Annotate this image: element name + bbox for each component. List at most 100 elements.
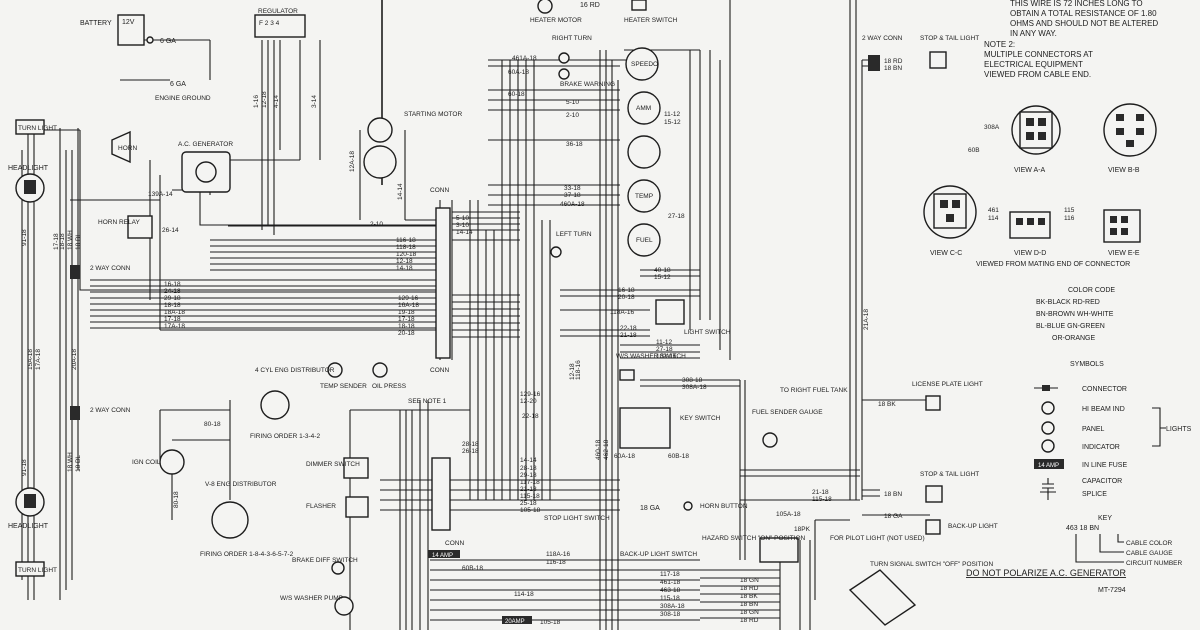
engine-ground-wire: 6 GA (170, 81, 186, 88)
wire-label: 28-18 (462, 441, 479, 448)
wire-label: 117-18 (660, 571, 680, 578)
wire-label: 60A-18 (614, 453, 635, 460)
brake-diff-switch: BRAKE DIFF SWITCH (292, 557, 358, 575)
symbol-indicator: INDICATOR (1082, 444, 1120, 451)
wire-label: 118A-16 (610, 309, 634, 316)
wire-label: 12-18 (569, 363, 576, 380)
symbol-splice: SPLICE (1082, 491, 1107, 498)
battery-wire-label: 6 GA (160, 38, 176, 45)
horn-button: 18 GA HORN BUTTON (640, 501, 748, 512)
wire-label: 120-18 (396, 251, 417, 258)
turn-signal-switch-label: TURN SIGNAL SWITCH "OFF" POSITION (870, 561, 993, 568)
wire-label: 115-18 (520, 493, 540, 500)
w139-label: 139A-14 (148, 191, 173, 198)
view-dd-114: 114 (988, 215, 999, 222)
conn-b-label: CONN (430, 367, 449, 374)
wire-label: 19-18 (398, 309, 415, 316)
right-turn-label: RIGHT TURN (552, 35, 592, 42)
backup-light-switch-label: BACK-UP LIGHT SWITCH (620, 551, 697, 558)
dimmer-switch: DIMMER SWITCH (306, 457, 369, 479)
symbol-lights: LIGHTS (1166, 426, 1192, 433)
pilot-light-label: FOR PILOT LIGHT (NOT USED) (830, 535, 925, 542)
amm-gauge: AMM (627, 91, 661, 125)
left-turn-label: LEFT TURN (556, 231, 592, 238)
wire-label: 18 BN (740, 601, 758, 608)
regulator-label: REGULATOR (258, 8, 298, 15)
wire-label: 5-10 (456, 215, 469, 222)
wire-label: 129-16 (520, 391, 541, 398)
symbols-title: SYMBOLS (1070, 361, 1104, 368)
wire-label: 27-18 (668, 213, 685, 220)
brake-warning-label: BRAKE WARNING (560, 81, 615, 88)
four-cyl-distributor: 4 CYL ENG DISTRIBUTOR FIRING ORDER 1-3-4… (250, 367, 335, 440)
wire-label: 105A-18 (776, 511, 801, 518)
license-plate-label: LICENSE PLATE LIGHT (912, 381, 983, 388)
wire-label: 80-18 (204, 421, 221, 428)
temp-sender: TEMP SENDER (320, 362, 367, 390)
license-plate-light: LICENSE PLATE LIGHT (912, 381, 983, 411)
wire-label: 18 RD (884, 58, 903, 65)
fuel-gauge: FUEL (627, 223, 661, 257)
center-connector: CONN CONN (430, 187, 451, 374)
note2-line2: ELECTRICAL EQUIPMENT (984, 60, 1083, 69)
wire-label: 14-14 (520, 457, 537, 464)
wire-label: 5-10 (566, 99, 579, 106)
wire-label: 15-12 (664, 119, 681, 126)
wire-label: 60B-18 (668, 453, 689, 460)
firing-order-4-label: FIRING ORDER 1-3-4-2 (250, 433, 320, 440)
ws-washer-switch: W/S WASHER SWITCH (616, 353, 686, 381)
conn-c-label: CONN (445, 540, 464, 547)
wire-label: 460-18 (595, 439, 602, 460)
wire-label: 18 BN (884, 65, 902, 72)
wire-label: 18 GN (740, 577, 759, 584)
wire-label: 11-12 (656, 339, 673, 346)
horn-button-label: HORN BUTTON (700, 503, 748, 510)
horn-relay-label: HORN RELAY (98, 219, 140, 226)
ign-coil-label: IGN COIL (132, 459, 161, 466)
wire-label: 460A-18 (560, 201, 585, 208)
wire-label: 18 BL (75, 455, 82, 472)
symbol-fuse: IN LINE FUSE (1082, 462, 1127, 469)
symbols-legend: SYMBOLS CONNECTOR HI BEAM IND PANEL INDI… (1034, 361, 1192, 500)
wire-label: 91-18 (21, 459, 28, 476)
regulator: REGULATOR F 2 3 4 (254, 8, 306, 38)
wire-label: 18 RD (740, 585, 759, 592)
wire-label: 28-18 (520, 465, 537, 472)
hazard-switch: HAZARD SWITCH "ON" POSITION (702, 535, 806, 563)
wire-label: 115-18 (660, 595, 680, 602)
four-cyl-label: 4 CYL ENG DISTRIBUTOR (255, 367, 335, 374)
note1-line1: THIS WIRE IS 72 INCHES LONG TO (1010, 0, 1143, 8)
view-dd-115: 115 (1064, 207, 1075, 214)
wire-label: 461A-18 (512, 55, 537, 62)
wire-label: 308A-18 (660, 603, 685, 610)
two-way-conn-3: 2 WAY CONN (862, 35, 903, 71)
wire-label: 16-18 (164, 281, 181, 288)
wire-label: 60A-18 (508, 69, 529, 76)
two-way-conn-1: 2 WAY CONN (70, 265, 131, 279)
view-aa: 308A 60B VIEW A-A (968, 105, 1061, 174)
backup-light: BACK-UP LIGHT (925, 519, 998, 535)
wire-label: 26-18 (462, 448, 479, 455)
view-aa-308a: 308A (984, 124, 1000, 131)
stop-light-switch: STOP LIGHT SWITCH (544, 515, 610, 522)
stop-tail-light-bottom: STOP & TAIL LIGHT (920, 471, 979, 503)
wire-label: 462-18 (603, 439, 610, 460)
light-switch-label: LIGHT SWITCH (684, 329, 731, 336)
mt-number: MT-7294 (1098, 587, 1126, 594)
headlight-top-label: HEADLIGHT (8, 165, 49, 172)
wire-label: 20-18 (618, 294, 635, 301)
wire-label: 20-18 (398, 330, 415, 337)
w18ga-label: 18 GA (640, 505, 660, 512)
symbol-panel: PANEL (1082, 426, 1105, 433)
viewed-from-label: VIEWED FROM MATING END OF CONNECTOR (976, 261, 1130, 268)
backup-light-label: BACK-UP LIGHT (948, 523, 998, 530)
key-cable-gauge: CABLE GAUGE (1126, 550, 1173, 557)
color-code-title: COLOR CODE (1068, 287, 1115, 294)
speedo-label: SPEEDO (631, 61, 658, 68)
wire-label: 463-18 (660, 587, 681, 594)
speedo-gauge: SPEEDO (625, 47, 659, 81)
wire-label: 3-14 (311, 95, 318, 108)
horn: HORN (111, 130, 137, 164)
fuse-14amp-label: 14 AMP (432, 553, 453, 559)
symbol-fuse-tag: 14 AMP (1038, 463, 1059, 469)
